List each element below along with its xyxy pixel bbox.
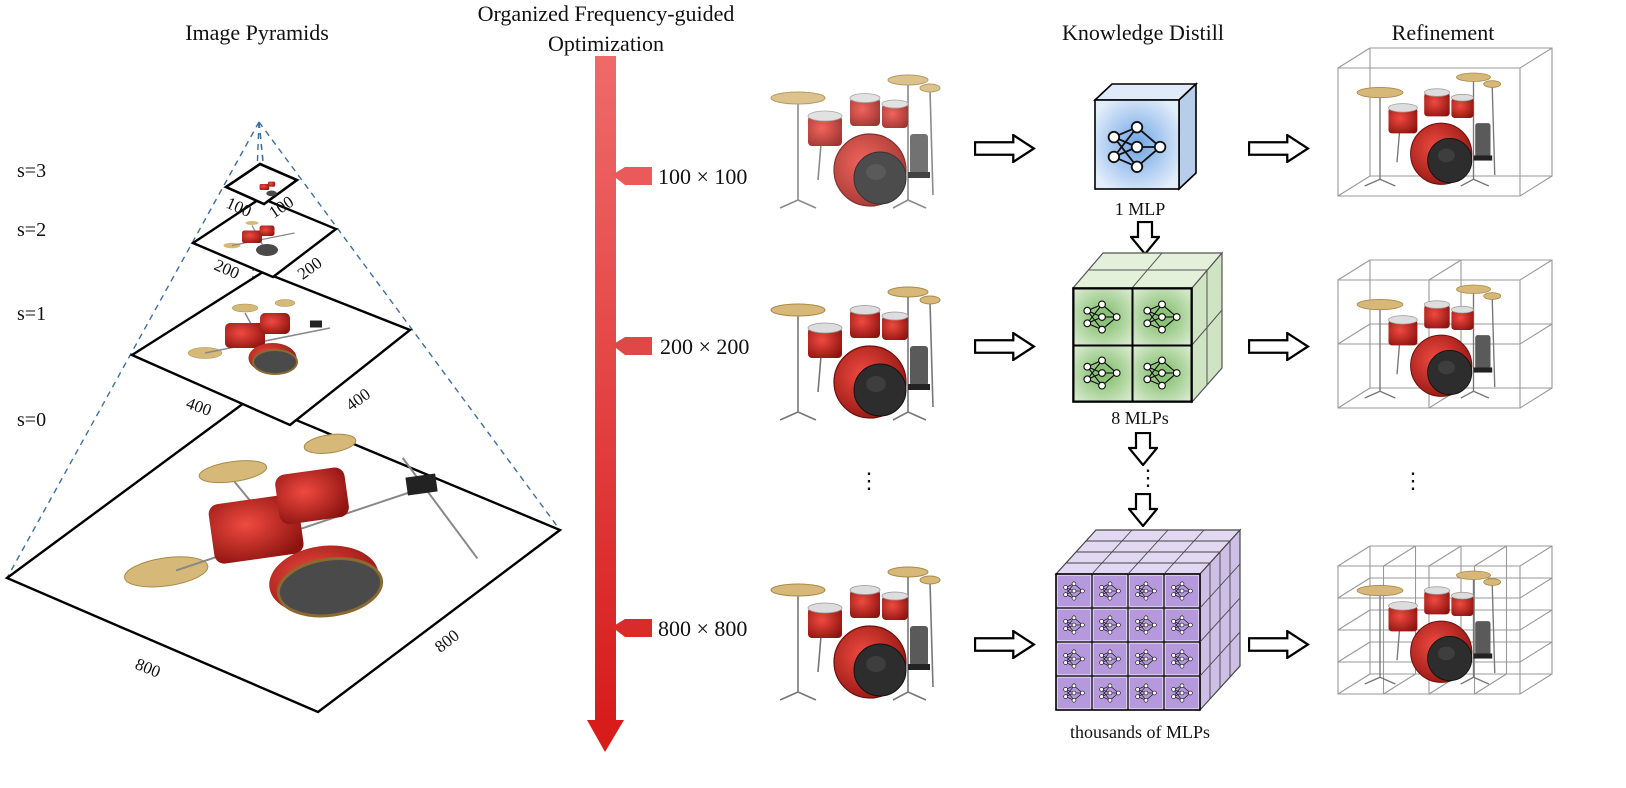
scale-label-s1: s=1 [17,303,46,325]
mlp-label-thousands: thousands of MLPs [1070,722,1210,742]
heading-image-pyramids: Image Pyramids [185,20,329,45]
dim-label-s0-a: 800 [132,654,163,681]
dim-label-s1-b: 400 [342,384,374,414]
refinement-box-2 [1337,259,1553,409]
drum-kit-icon [223,221,295,256]
hollow-right-arrow-icon [974,134,1036,163]
drum-render-100 [770,74,941,209]
drum-kit-icon [1356,72,1502,187]
hollow-right-arrow-icon [1248,134,1310,163]
pyramid-plane-s0 [4,398,563,714]
scale-label-s3: s=3 [17,160,46,182]
ellipsis-middle: ⋮ [858,468,880,493]
hollow-down-arrow-icon [1130,221,1160,255]
ellipsis-refinement: ⋮ [1402,468,1424,493]
hollow-right-arrow-icon [974,630,1036,659]
optimization-arrow [587,56,652,752]
pyramid-plane-s3 [223,162,300,206]
drum-kit-icon [259,181,277,197]
mlp-label-8: 8 MLPs [1111,408,1169,428]
eight-mlp-cube [1071,251,1224,404]
resolution-label-800: 800 × 800 [658,616,747,641]
thousands-mlp-cube [1054,528,1242,712]
drum-render-200 [770,286,941,421]
resolution-marker-200 [612,337,652,355]
heading-optimization-line1: Organized Frequency-guided [478,1,735,26]
hollow-down-arrow-icon [1128,493,1158,527]
mlp-label-1: 1 MLP [1115,199,1166,219]
drum-render-800 [770,566,941,701]
drum-kit-icon [187,299,331,375]
resolution-marker-800 [612,619,652,637]
dim-label-s1-a: 400 [184,393,214,420]
pyramid-plane-s2 [190,196,339,279]
heading-refinement: Refinement [1392,20,1495,45]
hollow-right-arrow-icon [1248,332,1310,361]
refinement-box-3 [1337,545,1553,695]
hollow-right-arrow-icon [974,332,1036,361]
hollow-right-arrow-icon [1248,630,1310,659]
hollow-down-arrow-icon [1128,432,1158,466]
dim-label-s0-b: 800 [431,626,463,657]
resolution-marker-100 [612,167,652,185]
refinement-box-1 [1337,47,1553,197]
ellipsis-distill: ⋮ [1137,465,1159,490]
resolution-label-200: 200 × 200 [660,334,749,359]
image-pyramid: s=3 s=2 s=1 s=0 100 100 200 200 400 400 … [4,121,563,714]
heading-optimization-line2: Optimization [548,31,664,56]
scale-label-s2: s=2 [17,219,46,241]
drum-kit-icon [124,433,479,618]
scale-label-s0: s=0 [17,409,46,431]
single-mlp-cube [1092,82,1199,191]
drum-kit-icon [1356,570,1502,685]
resolution-label-100: 100 × 100 [658,164,747,189]
drum-kit-icon [1356,284,1502,399]
heading-knowledge-distill: Knowledge Distill [1062,20,1224,45]
